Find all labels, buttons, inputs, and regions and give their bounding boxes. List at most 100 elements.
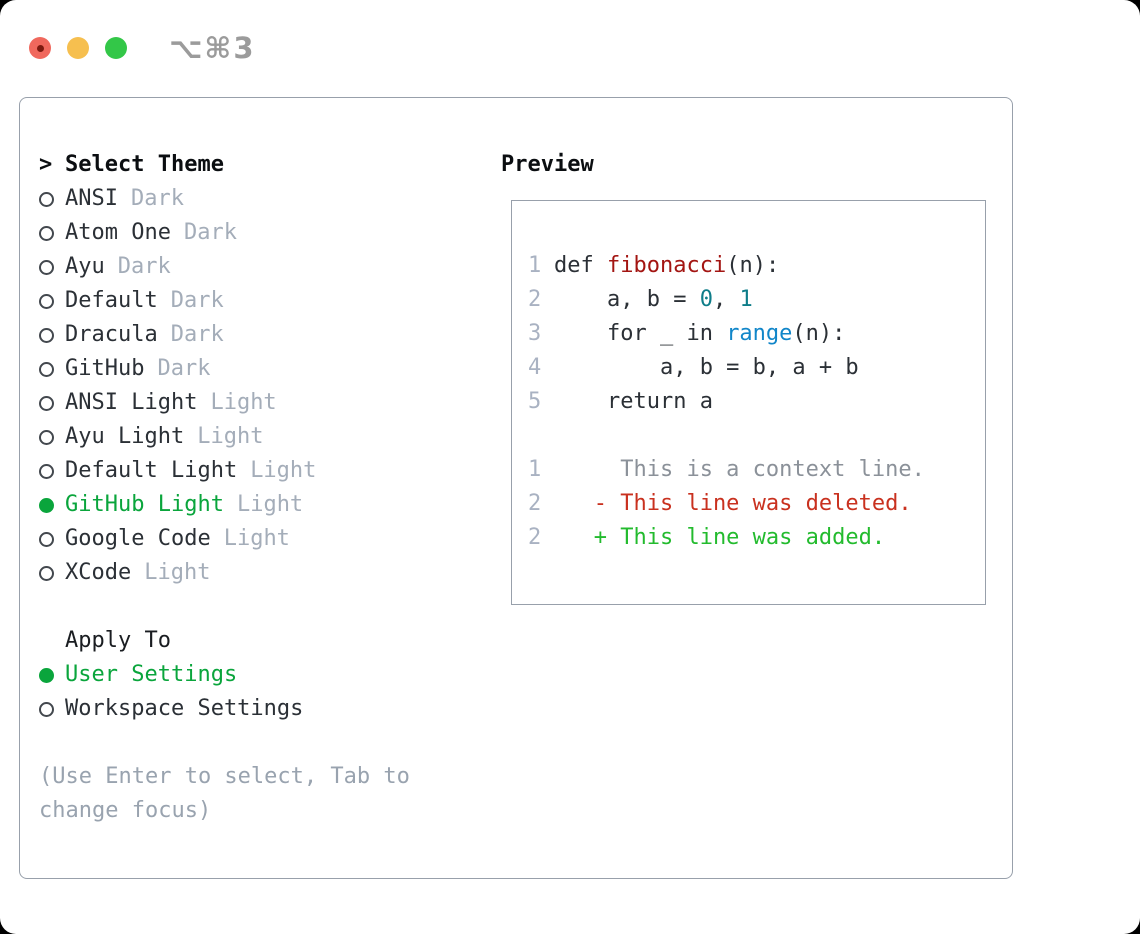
radio-icon [39,361,54,377]
unsaved-dot-icon [36,44,44,52]
code-content: a, b = b, a + b [554,351,859,385]
code-line: 2 + This line was added. [528,521,985,555]
code-content: a, b = 0, 1 [554,283,753,317]
theme-name: Ayu Light [65,424,185,449]
line-number [528,419,554,453]
code-segment: (n): [792,321,846,346]
code-line: 1 def fibonacci(n): [528,249,985,283]
theme-name: ANSI [65,186,118,211]
code-content: This is a context line. [554,453,925,487]
code-segment: def [554,253,607,278]
theme-variant: Light [223,526,290,551]
zoom-button[interactable] [105,37,127,59]
code-line [528,419,985,453]
theme-name: Google Code [65,526,211,551]
code-content: def fibonacci(n): [554,249,779,283]
code-segment: return a [554,389,713,414]
line-number: 2 [528,287,542,312]
radio-icon [39,565,54,581]
code-segment: 0 [699,287,713,312]
minimize-button[interactable] [67,37,89,59]
theme-name: GitHub [65,356,145,381]
code-segment: This is a context line. [554,457,925,482]
line-number: 3 [528,321,542,346]
theme-option-default[interactable]: Default Dark [39,284,501,318]
theme-option-github-light[interactable]: GitHub Light Light [39,488,501,522]
code-segment: range [726,321,793,346]
apply-option-user-settings[interactable]: User Settings [39,658,501,692]
preview-title: Preview [501,152,594,177]
code-content: + This line was added. [554,521,885,555]
code-line: 2 a, b = 0, 1 [528,283,985,317]
radio-icon [39,531,54,547]
radio-icon [39,327,54,343]
theme-variant: Light [236,492,304,517]
code-content: - This line was deleted. [554,487,912,521]
radio-icon [39,293,54,309]
theme-option-google-code[interactable]: Google Code Light [39,522,501,556]
theme-variant: Light [144,560,211,585]
theme-name: Ayu [65,254,105,279]
code-line: 3 for _ in range(n): [528,317,985,351]
code-line: 2 - This line was deleted. [528,487,985,521]
theme-option-xcode[interactable]: XCode Light [39,556,501,590]
theme-variant: Dark [170,288,224,313]
code-segment: + This line was added. [554,525,886,550]
theme-name: Default Light [65,458,238,483]
code-segment: for _ in [554,321,727,346]
select-theme-title: Select Theme [65,152,224,177]
theme-option-atom-one[interactable]: Atom One Dark [39,216,501,250]
radio-icon [39,701,54,717]
theme-name: Default [65,288,158,313]
code-line: 1 This is a context line. [528,453,985,487]
theme-variant: Light [197,424,264,449]
prompt-marker: > [39,152,53,177]
code-content: for _ in range(n): [554,317,845,351]
code-segment: (n): [726,253,780,278]
theme-variant: Dark [117,254,171,279]
theme-name: Dracula [65,322,158,347]
theme-name: Atom One [65,220,171,245]
radio-icon [39,225,54,241]
select-theme-header: > Select Theme [39,148,501,182]
line-number: 2 [528,491,542,516]
code-segment: 1 [739,287,753,312]
theme-option-ayu-light[interactable]: Ayu Light Light [39,420,501,454]
theme-option-ayu[interactable]: Ayu Dark [39,250,501,284]
theme-variant: Light [250,458,317,483]
code-line: 5 return a [528,385,985,419]
line-number: 5 [528,389,542,414]
radio-icon [39,191,54,207]
theme-variant: Dark [130,186,184,211]
theme-variant: Dark [183,220,237,245]
radio-selected-icon [39,497,54,513]
code-segment: a, b = b, a + b [554,355,859,380]
apply-to-header: Apply To [65,628,171,653]
apply-option-label: User Settings [65,662,238,687]
radio-icon [39,259,54,275]
code-line: 4 a, b = b, a + b [528,351,985,385]
traffic-lights [29,37,127,59]
close-button[interactable] [29,37,51,59]
theme-name: GitHub Light [65,492,224,517]
radio-icon [39,463,54,479]
code-segment: , [712,287,740,312]
line-number: 2 [528,525,542,550]
code-segment: a, b = [554,287,700,312]
theme-option-default-light[interactable]: Default Light Light [39,454,501,488]
theme-option-ansi[interactable]: ANSI Dark [39,182,501,216]
theme-name: XCode [65,560,132,585]
line-number: 1 [528,253,542,278]
apply-option-workspace-settings[interactable]: Workspace Settings [39,692,501,726]
radio-selected-icon [39,667,54,683]
